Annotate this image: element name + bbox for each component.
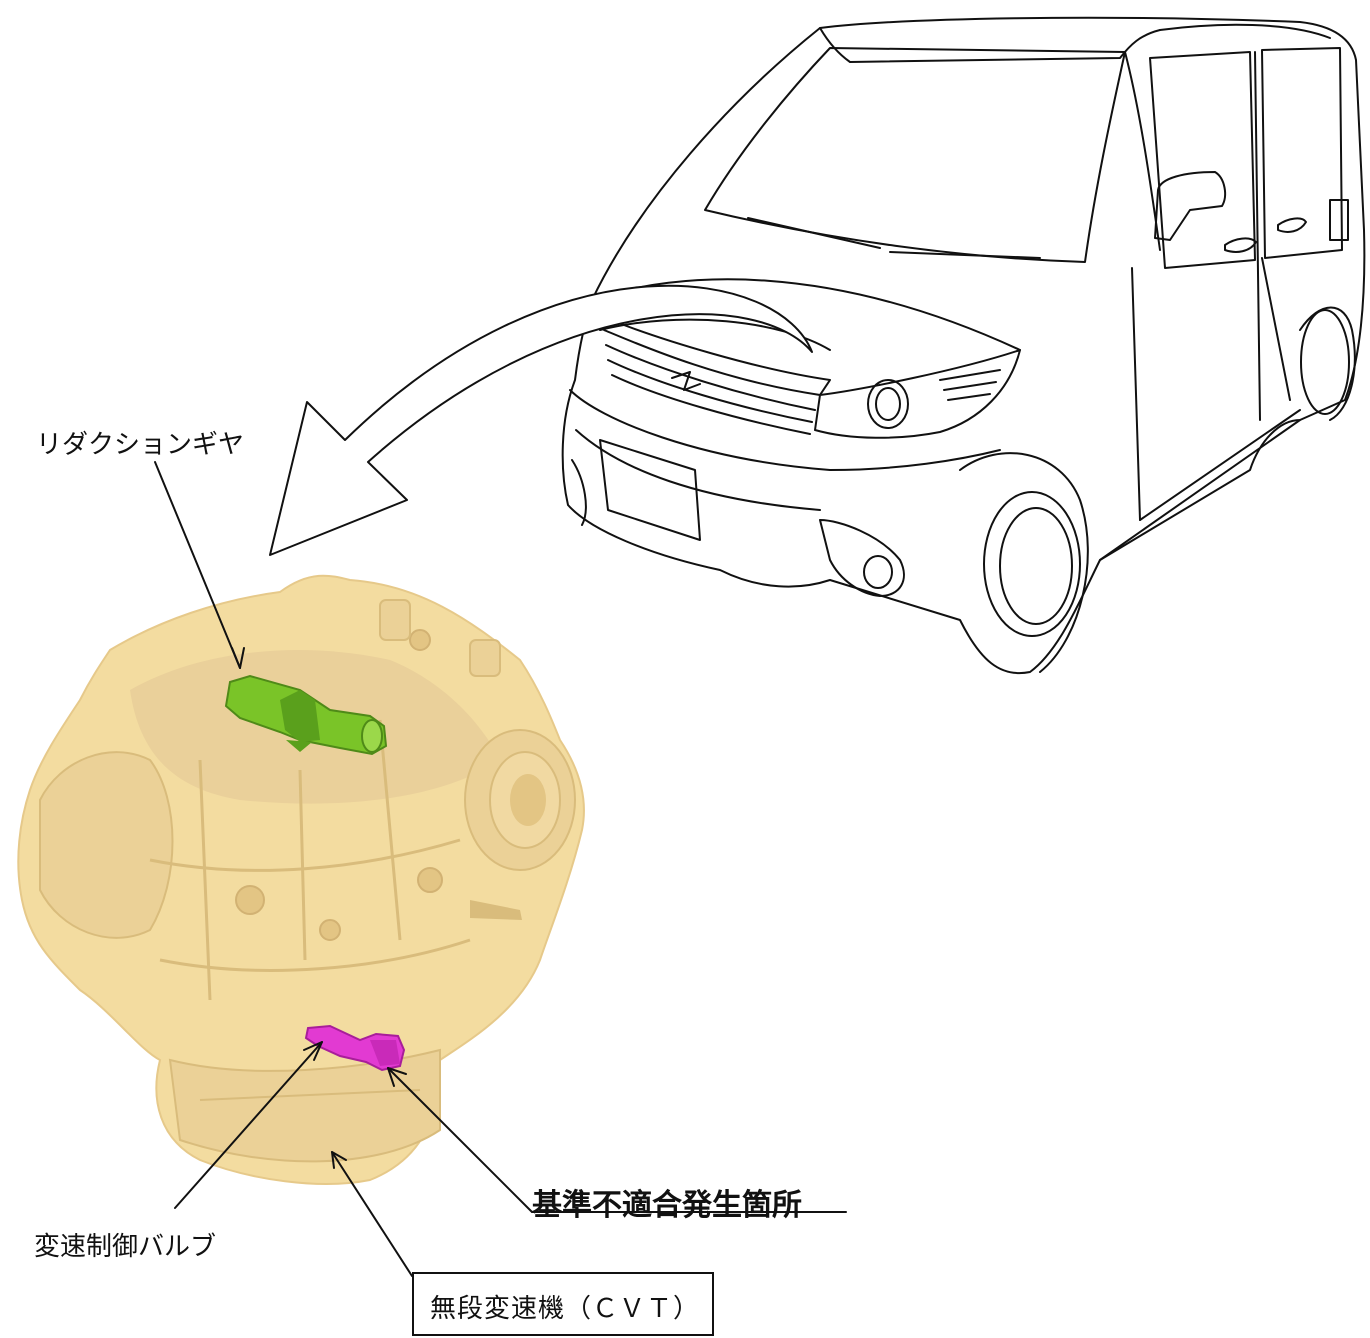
cvt-transmission-illustration: [17, 574, 585, 1185]
reduction-gear-leader: [154, 461, 241, 669]
vehicle-drawing: [561, 16, 1366, 675]
shift-control-valve-label: 変速制御バルブ: [34, 1232, 217, 1262]
leader-lines: [154, 461, 847, 1277]
curved-arrow-icon: [269, 284, 813, 556]
cvt-label-box: 無段変速機（ＣＶＴ）: [412, 1272, 714, 1336]
cvt-label: 無段変速機（ＣＶＴ）: [430, 1294, 701, 1324]
nonconformity-location-label: 基準不適合発生箇所: [532, 1188, 802, 1223]
defect-leader: [387, 1067, 533, 1213]
cvt-leader: [331, 1151, 413, 1277]
shift-control-valve-part: [304, 1024, 406, 1072]
reduction-gear-label: リダクションギヤ: [36, 430, 245, 460]
reduction-gear-part: [224, 674, 388, 756]
valve-leader: [174, 1041, 323, 1209]
